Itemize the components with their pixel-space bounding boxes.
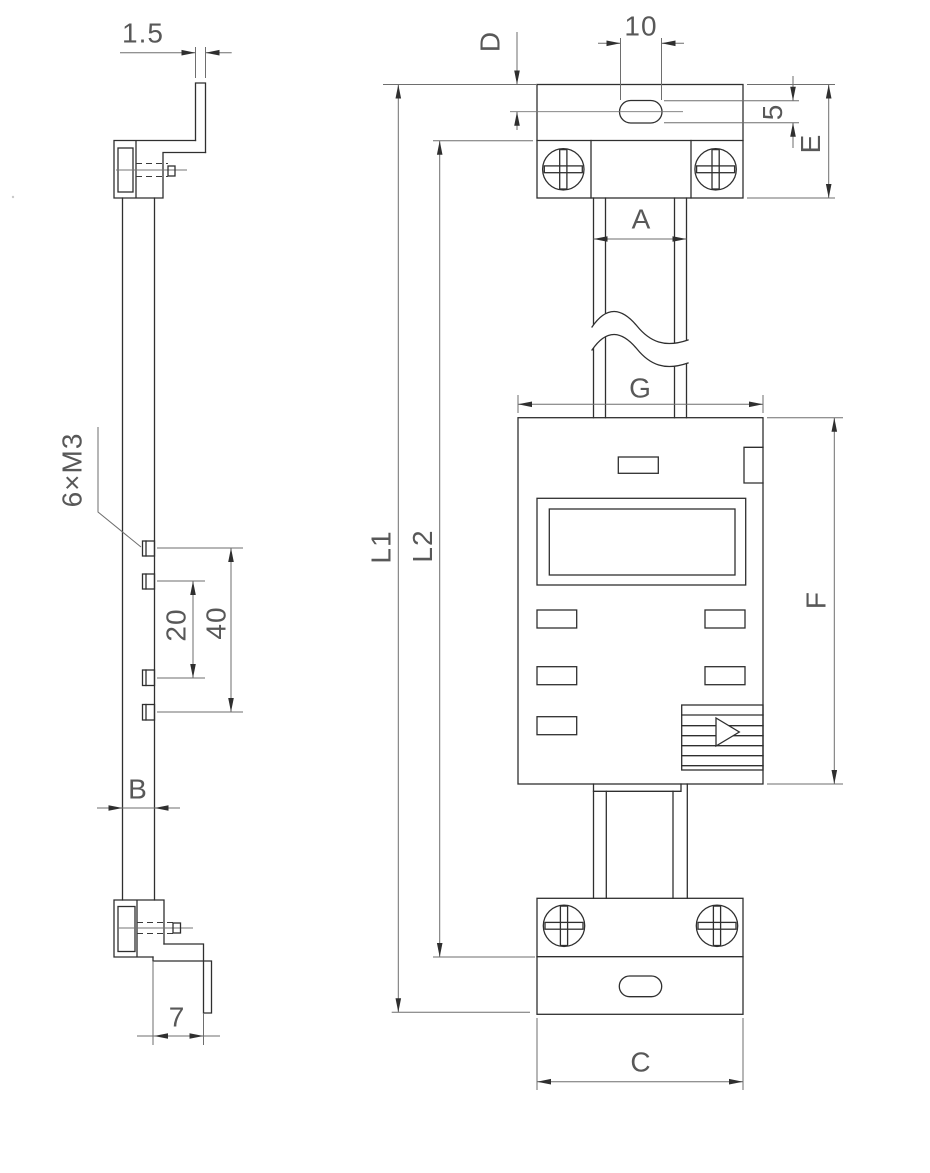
- dim-label-screw-spec: 6×M3: [57, 433, 88, 508]
- side-bottom-blade: [152, 943, 213, 1014]
- stray-mark: [11, 195, 15, 199]
- dim-head-top-offset: D: [475, 31, 520, 130]
- dim-label-overall-length: L1: [366, 530, 397, 563]
- side-bottom-clamp-bracket: [113, 899, 193, 958]
- lower-neck-column: [592, 783, 688, 899]
- neck-collar: [592, 783, 682, 792]
- side-connector-notch: [743, 446, 764, 484]
- bottom-mounting-head: [536, 897, 744, 1015]
- buzzer-triangle-symbol: [715, 716, 741, 748]
- dim-screw-spec: 6×M3: [57, 427, 142, 548]
- phillips-screw: [541, 147, 585, 191]
- dim-label-body-height: F: [801, 591, 832, 609]
- dim-label-blade-thickness: 1.5: [122, 18, 164, 49]
- phillips-screw: [695, 904, 739, 948]
- clamp-screw-hidden-lines: [137, 921, 173, 935]
- side-top-blade: [194, 82, 207, 154]
- dim-label-hole-pitch: 20: [161, 608, 192, 641]
- dim-label-bar-width: B: [128, 774, 148, 805]
- dim-bar-width: B: [97, 774, 180, 811]
- dim-mounting-length: L2: [407, 140, 535, 958]
- dim-head-height: E: [747, 84, 835, 199]
- dim-label-mounting-length: L2: [407, 529, 438, 562]
- dim-slot-height: 5: [664, 76, 799, 148]
- button: [536, 609, 578, 629]
- side-ruler-bar: [121, 197, 156, 901]
- keypad-buttons: [536, 609, 746, 736]
- dim-label-neck-width: A: [632, 204, 652, 235]
- dim-label-slot-height: 5: [757, 104, 788, 121]
- dim-foot-offset: 7: [137, 961, 220, 1045]
- bottom-slot: [618, 975, 663, 998]
- dim-label-head-height: E: [795, 134, 826, 154]
- clamp-plate: [117, 905, 136, 953]
- side-top-clamp-bracket: [113, 139, 207, 199]
- dim-overall-length: L1: [366, 84, 536, 1013]
- button: [704, 666, 746, 686]
- dim-label-foot-offset: 7: [169, 1002, 186, 1033]
- button: [536, 666, 578, 686]
- break-line-lower: [591, 333, 689, 368]
- dim-slot-width: 10: [598, 11, 684, 100]
- top-mounting-head: [510, 83, 744, 199]
- front-view: 10 D 5 E A G L: [366, 11, 843, 1090]
- phillips-screw: [694, 147, 737, 191]
- indicator-body: [517, 417, 764, 785]
- clamp-screw-tip: [172, 922, 182, 934]
- phillips-screw: [542, 904, 586, 948]
- break-mask: [592, 311, 688, 367]
- dim-foot-width: C: [536, 1018, 744, 1090]
- dim-neck-width: A: [593, 204, 687, 242]
- break-line-upper: [591, 310, 689, 345]
- side-view: 1.5 6×M3 20 40 B 7: [57, 18, 243, 1045]
- dim-label-foot-width: C: [630, 1047, 651, 1078]
- dim-blade-thickness: 1.5: [120, 18, 232, 78]
- dim-body-height: F: [767, 417, 843, 785]
- dim-label-head-top-offset: D: [475, 31, 506, 52]
- clamp-screw-tip: [167, 165, 176, 177]
- dim-label-body-width: G: [629, 373, 652, 404]
- top-button: [617, 456, 659, 474]
- dim-body-width: G: [517, 373, 764, 413]
- buzzer-grille: [681, 704, 764, 771]
- clamp-screw-hidden-lines: [136, 162, 168, 178]
- dim-label-slot-width: 10: [624, 11, 657, 42]
- lcd-display: [536, 497, 747, 586]
- button: [536, 716, 578, 736]
- button: [704, 609, 746, 629]
- dim-hole-pitch-and-span: 20 40: [157, 547, 243, 713]
- upper-neck-column: [591, 197, 689, 419]
- m3-screw-bosses: [141, 540, 156, 721]
- dim-label-hole-span: 40: [201, 606, 232, 639]
